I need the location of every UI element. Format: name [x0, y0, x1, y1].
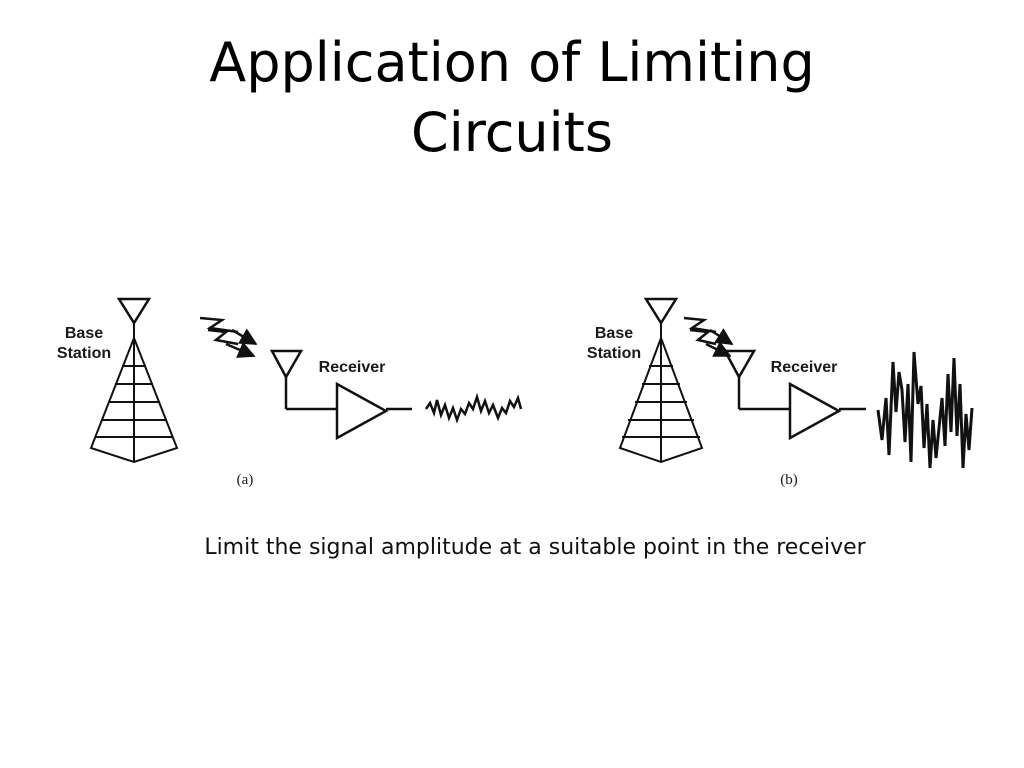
base-station-tower-icon — [618, 297, 704, 464]
amplifier-icon — [788, 381, 866, 441]
panel-b-sublabel: (b) — [780, 472, 798, 488]
radio-wave-icon — [199, 316, 258, 358]
receiver-antenna-icon — [269, 349, 337, 411]
receiver-antenna-icon — [722, 349, 790, 411]
receiver-label: Receiver — [771, 359, 838, 376]
radio-wave-icon — [683, 316, 734, 358]
slide-caption: Limit the signal amplitude at a suitable… — [204, 535, 866, 560]
panel-b: Base Station Receiver — [587, 297, 974, 488]
slide-title: Application of Limiting Circuits — [0, 28, 1024, 168]
title-line-1: Application of Limiting — [209, 31, 815, 94]
panel-a-sublabel: (a) — [237, 472, 254, 488]
base-station-tower-icon — [89, 297, 179, 464]
large-output-signal-icon — [876, 351, 974, 469]
base-station-label-line1: Base — [65, 325, 103, 342]
amplifier-icon — [335, 381, 412, 441]
base-station-label-line2: Station — [587, 345, 641, 362]
title-line-2: Circuits — [411, 101, 613, 164]
base-station-label-line1: Base — [595, 325, 633, 342]
base-station-label-line2: Station — [57, 345, 111, 362]
small-output-signal-icon — [424, 392, 523, 424]
receiver-label: Receiver — [319, 359, 386, 376]
panel-a: Base Station Receiver — [57, 297, 523, 488]
